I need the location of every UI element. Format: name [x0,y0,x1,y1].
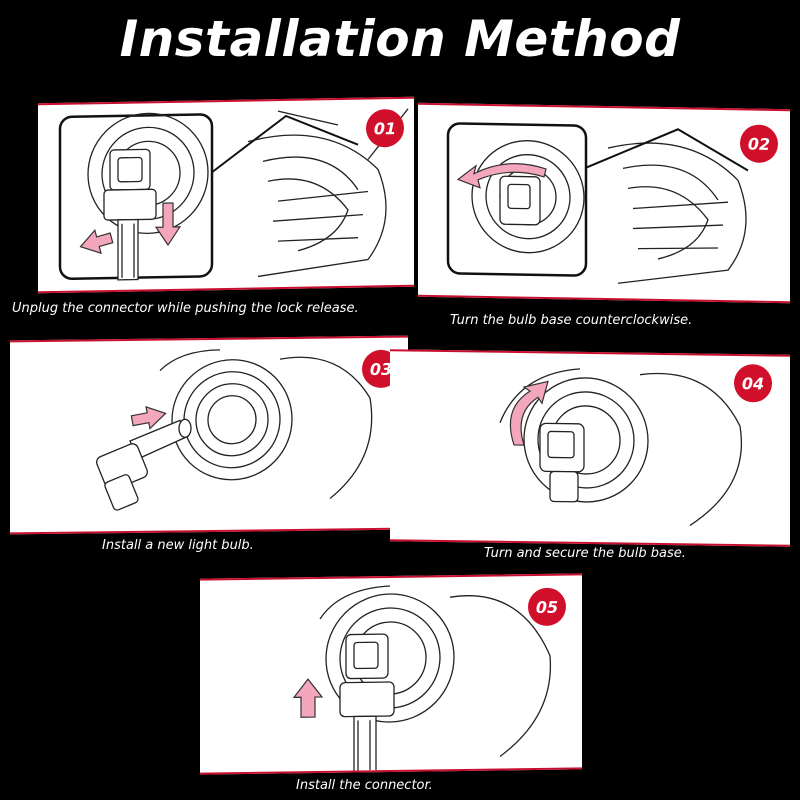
step-panel-04: 04 [390,349,790,547]
step-04-illustration [499,368,743,526]
step-caption: Install the connector. [296,778,433,793]
step-caption: Install a new light bulb. [102,538,254,553]
step-number-badge: 02 [740,124,778,164]
step-02-illustration [446,122,749,284]
arrow-icon [79,202,182,255]
step-01-illustration [58,108,409,281]
step-panel-01: 01 [38,96,414,294]
step-number-badge: 04 [734,364,772,403]
arrow-icon [456,163,547,189]
step-caption: Unplug the connector while pushing the l… [12,301,359,316]
step-panel-05: 05 [200,573,582,775]
step-panel-02: 02 [418,102,790,304]
arrow-icon [509,380,549,446]
page-title: Installation Method [119,10,681,68]
step-05-illustration [292,585,552,773]
step-panel-03: 03 [10,335,408,535]
step-caption: Turn the bulb base counterclockwise. [450,313,693,328]
step-03-illustration [96,349,373,511]
arrow-icon [292,678,324,718]
step-caption: Turn and secure the bulb base. [484,546,686,561]
arrow-icon [130,406,167,430]
